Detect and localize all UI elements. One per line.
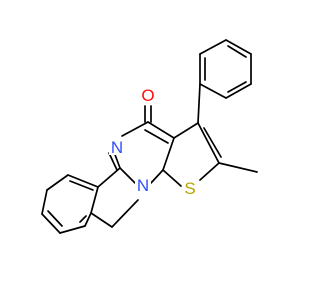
methyl-bond (218, 162, 258, 173)
benzo-ring (41, 174, 99, 234)
oxygen-atom: O (140, 86, 156, 105)
pyrimidinone-ring (108, 121, 175, 184)
oxygen-label: O (141, 86, 154, 105)
molecule-structure: O N N S (41, 39, 258, 234)
phenyl-linker-bond (197, 83, 201, 124)
sulfur-atom: S (182, 178, 198, 198)
imine-nitrogen-label: N (111, 138, 123, 157)
carbonyl-bond (144, 105, 152, 123)
ring-nitrogen-label: N (137, 176, 149, 195)
pyrroline-ring (90, 167, 139, 228)
thiophene-ring (162, 122, 222, 187)
sulfur-label: S (184, 179, 195, 198)
ring-nitrogen-atom: N (135, 175, 151, 195)
imine-nitrogen-atom: N (109, 137, 125, 157)
phenyl-ring (199, 39, 252, 99)
